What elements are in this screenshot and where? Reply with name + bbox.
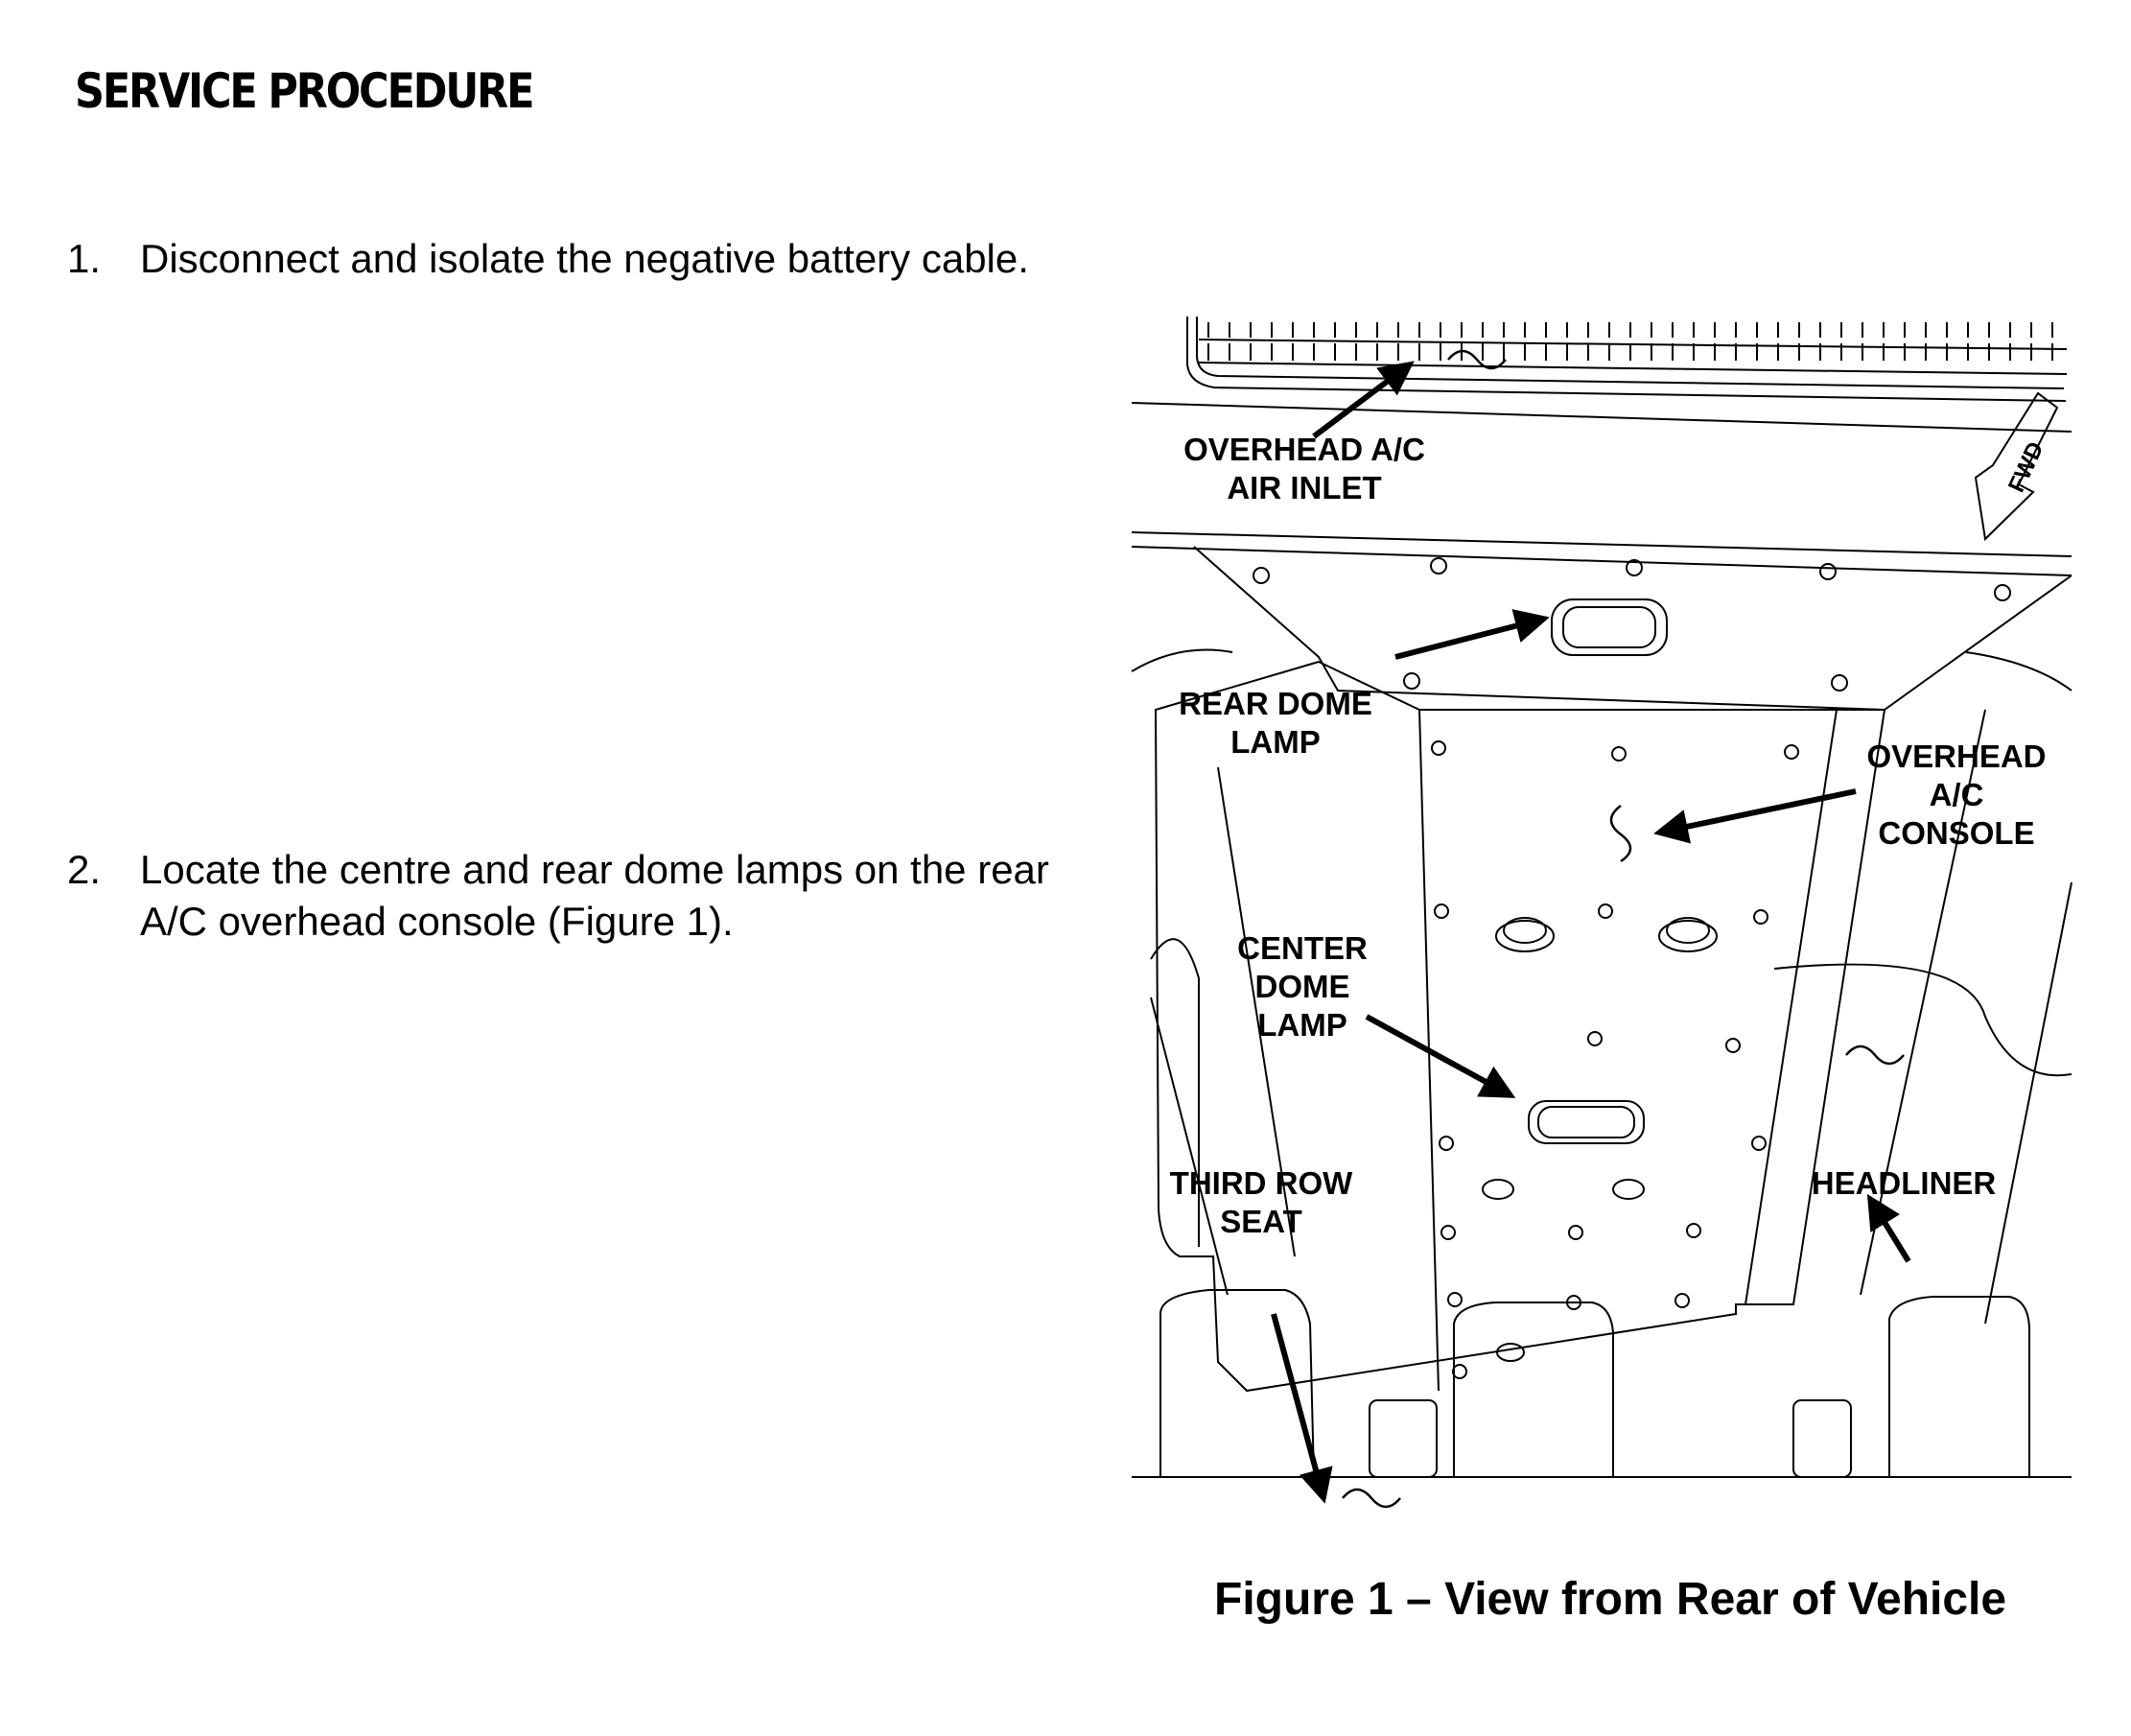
callout-overhead-ac-air-inlet: OVERHEAD A/C AIR INLET [1183, 432, 1425, 505]
fwd-label: FWD [2003, 438, 2049, 497]
overhead-console-outline [1154, 660, 1886, 1393]
figure-caption: Figure 1 – View from Rear of Vehicle [1214, 1574, 2007, 1625]
third-row-seat-shapes [1132, 1289, 2072, 1478]
headliner-panel [1193, 546, 2072, 712]
svg-text:HEADLINER: HEADLINER [1812, 1165, 1997, 1201]
svg-text:OVERHEAD: OVERHEAD [1866, 739, 2046, 774]
procedure-step-2: 2. Locate the centre and rear dome lamps… [67, 844, 1084, 948]
step-number: 2. [67, 847, 102, 892]
pillar-line [1150, 997, 1229, 1296]
svg-text:SEAT: SEAT [1220, 1204, 1302, 1239]
pillar-line [1217, 766, 1296, 1257]
pillar-line [1984, 881, 2072, 1325]
trim-curve [1773, 963, 2072, 1077]
center-dome-lamp-shape [1528, 1100, 1645, 1144]
rear-dome-lamp-shape [1551, 598, 1668, 656]
callout-third-row-seat: THIRD ROW SEAT [1170, 1165, 1353, 1239]
step-text: Disconnect and isolate the negative batt… [140, 236, 1029, 281]
step-number: 1. [67, 236, 102, 281]
svg-text:A/C: A/C [1930, 777, 1984, 812]
page-title: SERVICE PROCEDURE [75, 63, 534, 119]
svg-text:LAMP: LAMP [1257, 1007, 1347, 1043]
fwd-arrow-shape [1974, 391, 2059, 542]
callout-headliner: HEADLINER [1812, 1165, 1997, 1201]
trim-curve [1150, 938, 1200, 1247]
callout-rear-dome-lamp: REAR DOME LAMP [1179, 686, 1372, 760]
roof-edge-line [1131, 531, 2072, 557]
figure-overhead-console-diagram: OVERHEAD A/C AIR INLET REAR DOME LAMP OV… [1131, 317, 2072, 1509]
roof-edge-line [1131, 546, 2072, 576]
svg-text:THIRD ROW: THIRD ROW [1170, 1165, 1353, 1201]
svg-text:REAR DOME: REAR DOME [1179, 686, 1372, 721]
svg-text:CONSOLE: CONSOLE [1878, 815, 2034, 851]
step-text: Locate the centre and rear dome lamps on… [140, 847, 1049, 944]
squiggle-markers [1342, 349, 1905, 1509]
callout-overhead-ac-console: OVERHEAD A/C CONSOLE [1866, 739, 2046, 851]
svg-text:LAMP: LAMP [1230, 724, 1321, 760]
callout-center-dome-lamp: CENTER DOME LAMP [1237, 930, 1368, 1043]
svg-text:DOME: DOME [1255, 969, 1350, 1004]
procedure-step-1: 1. Disconnect and isolate the negative b… [67, 233, 1084, 285]
svg-text:OVERHEAD A/C: OVERHEAD A/C [1183, 432, 1425, 467]
console-grommets [1482, 917, 1718, 1362]
air-inlet-grille [1186, 317, 2068, 402]
roof-edge-line [1131, 402, 2072, 433]
console-seam [1745, 709, 1838, 1305]
svg-text:CENTER: CENTER [1237, 930, 1368, 966]
rear-dome-lamp-inner [1562, 606, 1656, 648]
callout-arrows [1271, 361, 1911, 1504]
center-dome-lamp-inner [1537, 1106, 1635, 1138]
svg-text:AIR INLET: AIR INLET [1227, 470, 1381, 505]
trim-curve [1965, 651, 2072, 692]
screw-holes [1253, 557, 2011, 1379]
trim-curve [1131, 648, 1233, 672]
